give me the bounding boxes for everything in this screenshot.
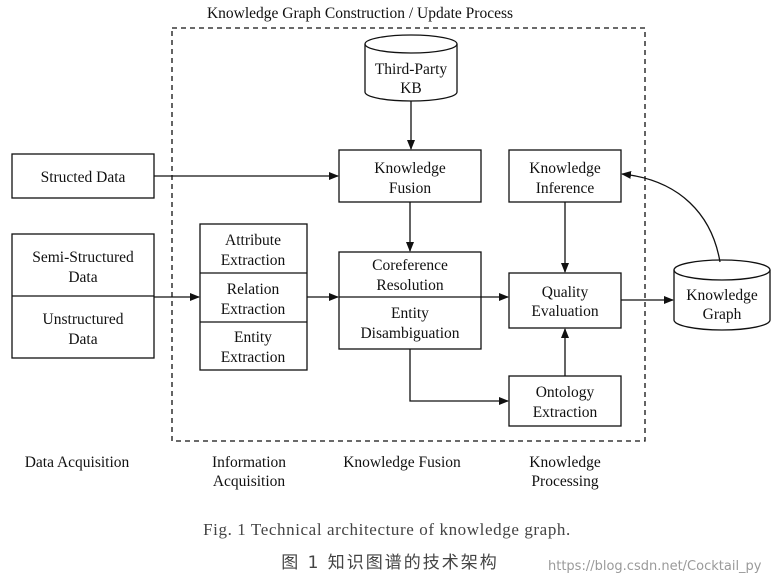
coreference-line-2: Resolution bbox=[376, 277, 443, 294]
quality-evaluation-line-1: Quality bbox=[542, 284, 589, 301]
knowledge-inference-line-1: Knowledge bbox=[529, 160, 601, 177]
attribute-extraction-line-2: Extraction bbox=[221, 252, 286, 269]
ontology-extraction-line-2: Extraction bbox=[533, 404, 598, 421]
knowledge-graph-node: Knowledge Graph bbox=[673, 259, 771, 331]
knowledge-inference-node: Knowledge Inference bbox=[508, 149, 622, 203]
ontology-extraction-line-1: Ontology bbox=[536, 384, 595, 401]
knowledge-fusion-line-2: Fusion bbox=[389, 180, 431, 197]
data-sources-node: Semi-Structured Data Unstructured Data bbox=[11, 233, 155, 359]
relation-extraction-line-2: Extraction bbox=[221, 301, 286, 318]
entity-extraction-line-1: Entity bbox=[234, 329, 272, 346]
extraction-stack-node: Attribute Extraction Relation Extraction… bbox=[199, 223, 308, 371]
coreference-disambiguation-node: Coreference Resolution Entity Disambigua… bbox=[338, 251, 482, 350]
quality-evaluation-node: Quality Evaluation bbox=[508, 272, 622, 329]
relation-extraction-line-1: Relation bbox=[227, 281, 280, 298]
coreference-line-1: Coreference bbox=[372, 257, 448, 274]
section-knowledge-processing-line-1: Knowledge bbox=[529, 454, 601, 471]
structed-data-label: Structed Data bbox=[41, 169, 126, 186]
unstructured-line-1: Unstructured bbox=[43, 311, 124, 328]
semi-structured-line-2: Data bbox=[68, 269, 97, 286]
knowledge-fusion-node: Knowledge Fusion bbox=[338, 149, 482, 203]
section-information-acquisition-line-1: Information bbox=[212, 454, 286, 471]
section-knowledge-fusion: Knowledge Fusion bbox=[343, 454, 461, 471]
watermark-url: https://blog.csdn.net/Cocktail_py bbox=[548, 559, 762, 574]
knowledge-graph-line-1: Knowledge bbox=[686, 287, 758, 304]
structed-data-node: Structed Data bbox=[11, 153, 155, 199]
entity-extraction-line-2: Extraction bbox=[221, 349, 286, 366]
third-party-kb-node: Third-Party KB bbox=[364, 34, 458, 102]
disambiguation-line-2: Disambiguation bbox=[360, 325, 459, 342]
third-party-kb-line-2: KB bbox=[400, 80, 422, 97]
caption-chinese: 图 1 知识图谱的技术架构 bbox=[281, 553, 499, 573]
attribute-extraction-line-1: Attribute bbox=[225, 232, 281, 249]
process-title: Knowledge Graph Construction / Update Pr… bbox=[207, 5, 513, 22]
disambiguation-line-1: Entity bbox=[391, 305, 429, 322]
quality-evaluation-line-2: Evaluation bbox=[531, 303, 598, 320]
third-party-kb-line-1: Third-Party bbox=[375, 61, 448, 78]
process-region bbox=[171, 27, 646, 442]
section-knowledge-processing-line-2: Processing bbox=[531, 473, 598, 490]
section-data-acquisition: Data Acquisition bbox=[25, 454, 130, 471]
knowledge-graph-line-2: Graph bbox=[703, 306, 742, 323]
unstructured-line-2: Data bbox=[68, 331, 97, 348]
section-information-acquisition-line-2: Acquisition bbox=[213, 473, 286, 490]
knowledge-fusion-line-1: Knowledge bbox=[374, 160, 446, 177]
ontology-extraction-node: Ontology Extraction bbox=[508, 375, 622, 427]
caption-english: Fig. 1 Technical architecture of knowled… bbox=[203, 520, 571, 539]
semi-structured-line-1: Semi-Structured bbox=[32, 249, 134, 266]
connectors bbox=[154, 101, 721, 405]
knowledge-inference-line-2: Inference bbox=[536, 180, 595, 197]
